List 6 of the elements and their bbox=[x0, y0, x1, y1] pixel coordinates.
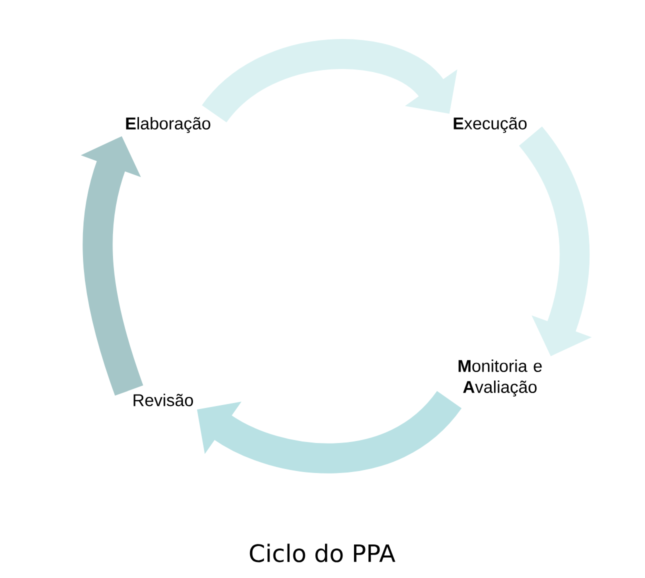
stage-label: Elaboração bbox=[126, 117, 210, 133]
curved-block-arrow bbox=[202, 39, 458, 124]
stage-label: Revisão bbox=[134, 394, 193, 406]
stage-label: Monitoria e Avaliação bbox=[458, 360, 542, 396]
caption: Ciclo do PPA bbox=[250, 544, 396, 562]
stage-label: Execução bbox=[454, 117, 527, 133]
